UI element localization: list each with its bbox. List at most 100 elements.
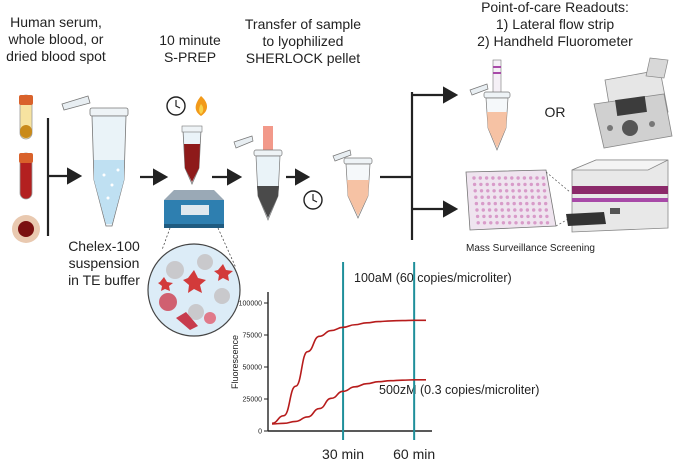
- well: [505, 195, 509, 199]
- flame-icon: [195, 96, 208, 116]
- well: [476, 221, 480, 225]
- well: [492, 189, 496, 193]
- y-tick-label: 75000: [243, 333, 263, 340]
- sprep-name: S-PREP: [163, 49, 217, 65]
- clock-icon: [166, 96, 186, 116]
- well: [485, 182, 489, 187]
- well: [499, 195, 503, 199]
- well: [481, 201, 485, 206]
- well: [538, 214, 543, 219]
- blood-spot-icon: [12, 215, 40, 243]
- well: [493, 195, 497, 199]
- plate-reader-icon: [566, 159, 669, 233]
- well: [520, 221, 524, 225]
- well: [473, 189, 477, 193]
- well: [526, 214, 530, 219]
- well: [511, 195, 516, 199]
- well: [525, 201, 529, 206]
- well: [512, 201, 516, 206]
- well: [489, 221, 493, 225]
- readout-bracket: [380, 86, 459, 240]
- chelex-line-3: in TE buffer: [68, 272, 140, 288]
- well: [501, 221, 506, 225]
- y-tick-label: 100000: [239, 301, 262, 308]
- well: [520, 214, 524, 219]
- well: [481, 208, 485, 212]
- well: [538, 208, 542, 212]
- well: [506, 201, 510, 206]
- well: [542, 189, 547, 193]
- fluorometer-icon: [593, 57, 673, 149]
- well: [523, 182, 527, 187]
- transfer-line-2: to lyophilized: [262, 33, 344, 49]
- well: [533, 221, 537, 225]
- well: [545, 221, 550, 225]
- well: [514, 221, 518, 225]
- fluorescence-chart: Fluorescence 100aM (60 copies/microliter…: [230, 262, 539, 462]
- well: [516, 176, 520, 180]
- well: [494, 208, 498, 212]
- well: [529, 182, 533, 187]
- well: [488, 214, 492, 219]
- sample-source-line-3: dried blood spot: [6, 48, 106, 64]
- series-line-2: [271, 378, 426, 425]
- readouts-label: Point-of-care Readouts: 1) Lateral flow …: [455, 0, 655, 50]
- well: [479, 182, 483, 187]
- well: [537, 201, 542, 206]
- chelex-line-1: Chelex-100: [68, 238, 140, 254]
- well: [539, 221, 543, 225]
- well: [511, 189, 515, 193]
- well: [517, 182, 521, 187]
- annotation-100am: 100aM (60 copies/microliter): [354, 271, 512, 285]
- well: [536, 189, 540, 193]
- well: [532, 208, 536, 212]
- chelex-label: Chelex-100 suspension in TE buffer: [58, 238, 150, 289]
- well: [504, 182, 508, 187]
- well: [526, 221, 531, 225]
- well: [498, 182, 502, 187]
- mass-screening-label: Mass Surveillance Screening: [466, 243, 595, 254]
- well: [474, 201, 479, 206]
- well: [479, 189, 484, 193]
- well: [472, 182, 477, 187]
- well: [513, 214, 518, 219]
- clock-icon-2: [303, 190, 323, 210]
- well: [495, 221, 499, 225]
- or-label: OR: [544, 104, 566, 120]
- well: [513, 208, 517, 212]
- blood-tube-icon: [19, 152, 33, 200]
- readouts-title: Point-of-care Readouts:: [481, 0, 629, 15]
- well: [497, 176, 501, 180]
- well: [530, 195, 535, 199]
- well: [524, 195, 528, 199]
- well: [544, 208, 548, 212]
- well: [503, 176, 508, 180]
- lateral-flow-strip-icon: [469, 59, 511, 151]
- well: [537, 195, 541, 199]
- well: [529, 176, 533, 180]
- well: [499, 201, 504, 206]
- well: [518, 195, 522, 199]
- well: [484, 176, 489, 180]
- well: [542, 182, 546, 187]
- well: [482, 214, 486, 219]
- well: [510, 176, 514, 180]
- x-tick-label: 30 min: [322, 446, 364, 462]
- x-tick-label: 60 min: [393, 446, 435, 462]
- sprep-time: 10 minute: [159, 32, 221, 48]
- well: [506, 208, 511, 212]
- well: [505, 189, 509, 193]
- y-tick-label: 50000: [243, 365, 263, 372]
- y-tick-label: 0: [258, 429, 262, 436]
- pipette-icon: [233, 126, 283, 221]
- well: [475, 208, 479, 212]
- readout-1: 1) Lateral flow strip: [495, 16, 615, 32]
- well: [544, 201, 548, 206]
- sample-bracket: [46, 118, 83, 236]
- well: [522, 176, 527, 180]
- well: [475, 214, 480, 219]
- sample-source-line-1: Human serum,: [10, 14, 102, 30]
- well: [491, 176, 495, 180]
